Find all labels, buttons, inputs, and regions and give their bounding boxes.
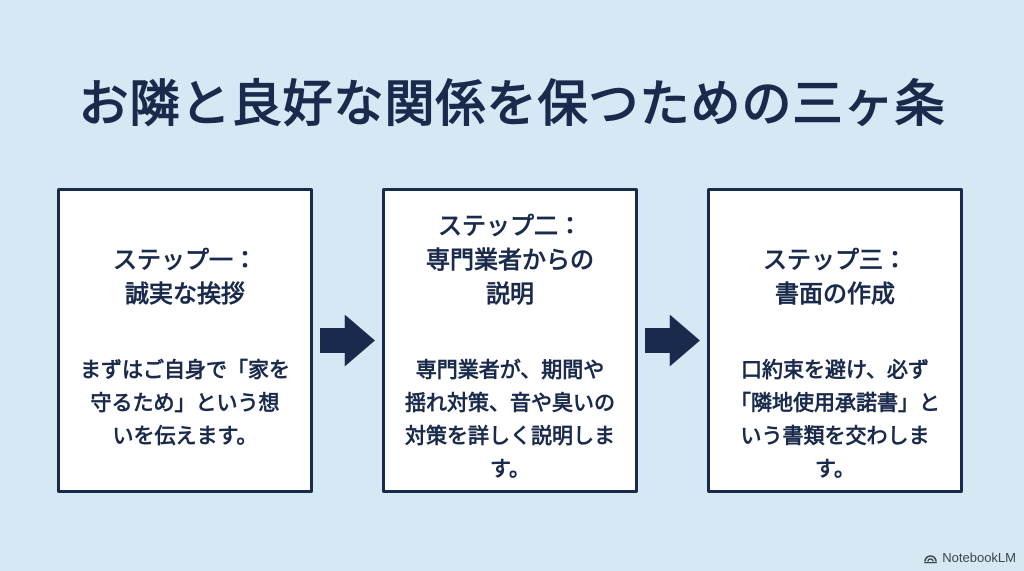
notebooklm-label: NotebookLM [942,550,1016,565]
arrow-right-icon [645,314,700,367]
step-box-1: ステップ一： 誠実な挨拶 まずはご自身で「家を 守るため」という想 いを伝えます… [57,188,313,493]
step-2-heading: ステップ二： 専門業者からの 説明 [426,213,594,308]
step-1-body: まずはご自身で「家を 守るため」という想 いを伝えます。 [80,359,290,448]
page-title: お隣と良好な関係を保つための三ヶ条 [78,76,946,132]
step-box-3: ステップ三： 書面の作成 口約束を避け、必ず 「隣地使用承諾書」と いう書類を交… [707,188,963,493]
notebooklm-watermark: NotebookLM [923,550,1016,565]
notebooklm-logo-icon [923,551,938,564]
step-3-heading: ステップ三： 書面の作成 [763,247,907,308]
step-2-body: 専門業者が、期間や 揺れ対策、音や臭いの 対策を詳しく説明しま す。 [405,359,615,481]
step-3-body: 口約束を避け、必ず 「隣地使用承諾書」と いう書類を交わしま す。 [730,359,940,481]
step-box-2: ステップ二： 専門業者からの 説明 専門業者が、期間や 揺れ対策、音や臭いの 対… [382,188,638,493]
step-1-heading: ステップ一： 誠実な挨拶 [113,247,257,308]
arrow-right-icon [320,314,375,367]
steps-row: ステップ一： 誠実な挨拶 まずはご自身で「家を 守るため」という想 いを伝えます… [57,188,963,493]
